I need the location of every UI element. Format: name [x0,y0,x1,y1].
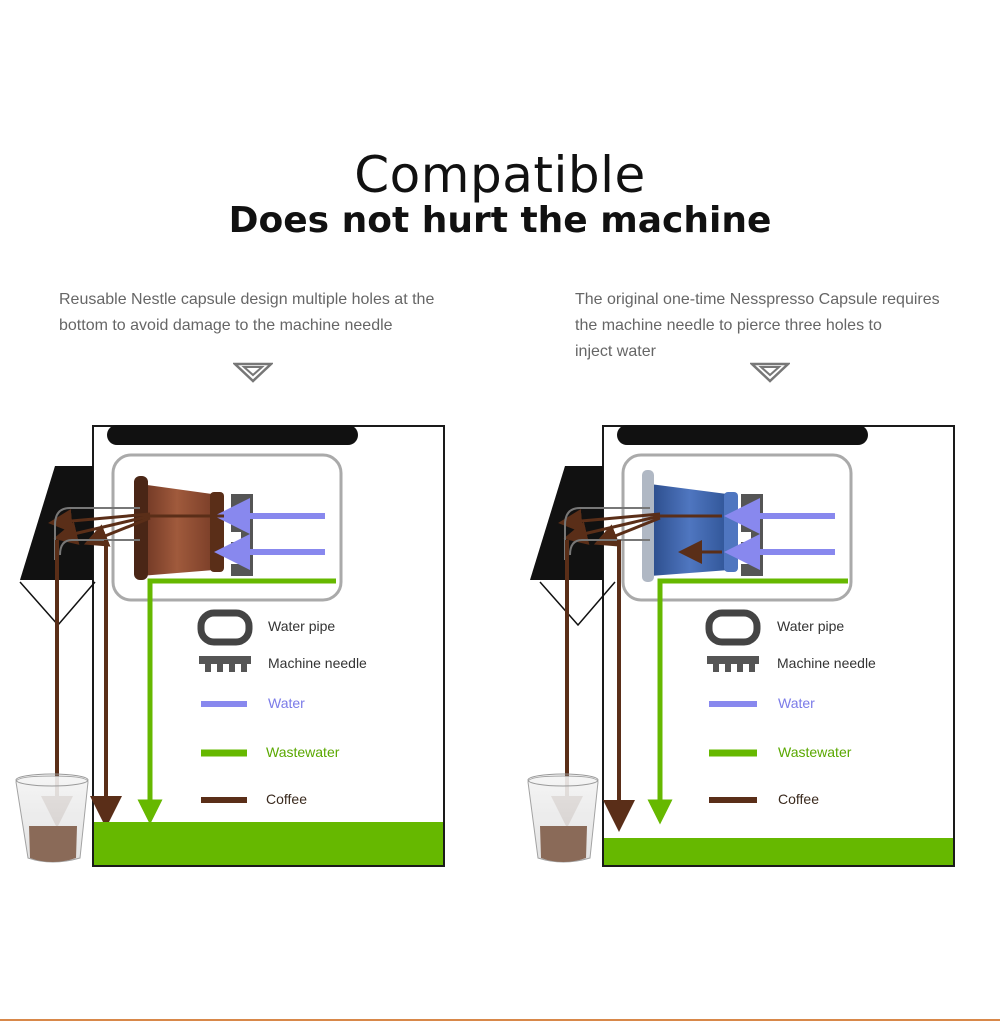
legend-wastewater-label: Wastewater [778,744,852,760]
legend-water-pipe-label: Water pipe [268,618,336,634]
wastewater-tray [94,822,443,865]
legend-machine-needle-label: Machine needle [777,655,876,671]
legend-water-label: Water [778,695,815,711]
right-description-line: inject water [575,343,656,360]
legend-wastewater-label: Wastewater [266,744,340,760]
machine-top-bar [107,425,358,445]
down-triangle-icon [233,362,273,383]
left-description: Reusable Nestle capsule design multiple … [59,287,499,339]
cup-coffee [29,826,77,862]
legend-machine-needle-label: Machine needle [268,655,367,671]
water-pipe-icon [197,609,253,646]
water-pipe-icon [705,609,761,646]
legend-water-pipe-label: Water pipe [777,618,845,634]
left-description-line: Reusable Nestle capsule design multiple … [59,291,435,308]
legend-water-label: Water [268,695,305,711]
right-capsule [650,484,729,576]
right-description-line: the machine needle to pierce three holes… [575,317,882,334]
left-description-line: bottom to avoid damage to the machine ne… [59,317,393,334]
legend-coffee-label: Coffee [778,791,819,807]
down-triangle-icon [750,362,790,383]
bottom-divider [0,1019,1000,1021]
left-capsule [140,484,214,576]
wastewater-tray [604,838,953,865]
right-description: The original one-time Nesspresso Capsule… [575,287,995,365]
cup-coffee [540,826,587,862]
right-description-line: The original one-time Nesspresso Capsule… [575,291,940,308]
page-title: Compatible [354,146,646,204]
page-subtitle: Does not hurt the machine [228,200,772,241]
machine-top-bar [617,425,868,445]
machine-needle-icon [199,656,251,672]
machine-needle-icon [707,656,759,672]
legend-coffee-label: Coffee [266,791,307,807]
